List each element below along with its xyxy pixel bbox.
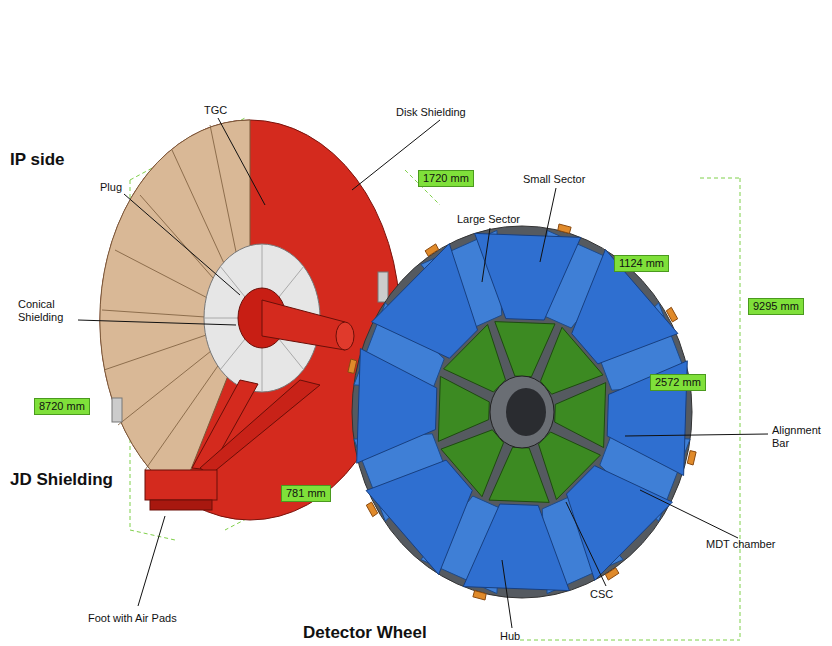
large-sector — [357, 349, 437, 464]
part-label: Plug — [100, 181, 122, 194]
large-sector — [366, 460, 472, 574]
dimension-label: 2572 mm — [650, 374, 706, 391]
dimension-label: 8720 mm — [34, 398, 90, 415]
alignment-bar — [425, 244, 439, 256]
alignment-bar — [348, 359, 357, 373]
alignment-bar — [687, 451, 696, 465]
large-sector — [572, 250, 678, 364]
heading-label: JD Shielding — [10, 470, 113, 490]
part-label: Hub — [500, 630, 520, 643]
alignment-bar — [366, 502, 377, 517]
heading-label: Detector Wheel — [303, 623, 427, 643]
large-sector — [463, 504, 569, 591]
part-label: Conical Shielding — [18, 298, 76, 323]
hub — [490, 376, 554, 448]
part-label: Large Sector — [457, 213, 520, 226]
dimension-label: 781 mm — [281, 485, 331, 502]
part-label: Foot with Air Pads — [88, 612, 177, 625]
hub-bore — [506, 388, 546, 436]
part-label: Alignment Bar — [772, 424, 828, 449]
dimension-label: 9295 mm — [748, 298, 804, 315]
csc-chamber — [444, 325, 506, 393]
dimension-label: 1720 mm — [418, 170, 474, 187]
large-sector — [475, 233, 581, 320]
csc-chamber — [441, 430, 504, 497]
csc-chamber — [539, 432, 601, 500]
alignment-bar — [605, 568, 619, 580]
csc-chamber — [541, 327, 604, 394]
part-label: TGC — [204, 104, 227, 117]
dimension-label: 1124 mm — [614, 255, 669, 272]
alignment-bar — [666, 307, 677, 322]
alignment-bar — [558, 224, 571, 233]
detector-wheel — [348, 224, 696, 600]
jd-disk — [100, 120, 400, 520]
large-sector — [567, 466, 673, 581]
part-label: CSC — [590, 588, 613, 601]
alignment-bar — [473, 591, 486, 600]
part-label: Disk Shielding — [396, 106, 466, 119]
heading-label: IP side — [10, 150, 65, 170]
part-label: MDT chamber — [706, 538, 775, 551]
part-label: Small Sector — [523, 173, 585, 186]
large-sector — [372, 244, 478, 359]
leader-lines — [78, 118, 768, 628]
